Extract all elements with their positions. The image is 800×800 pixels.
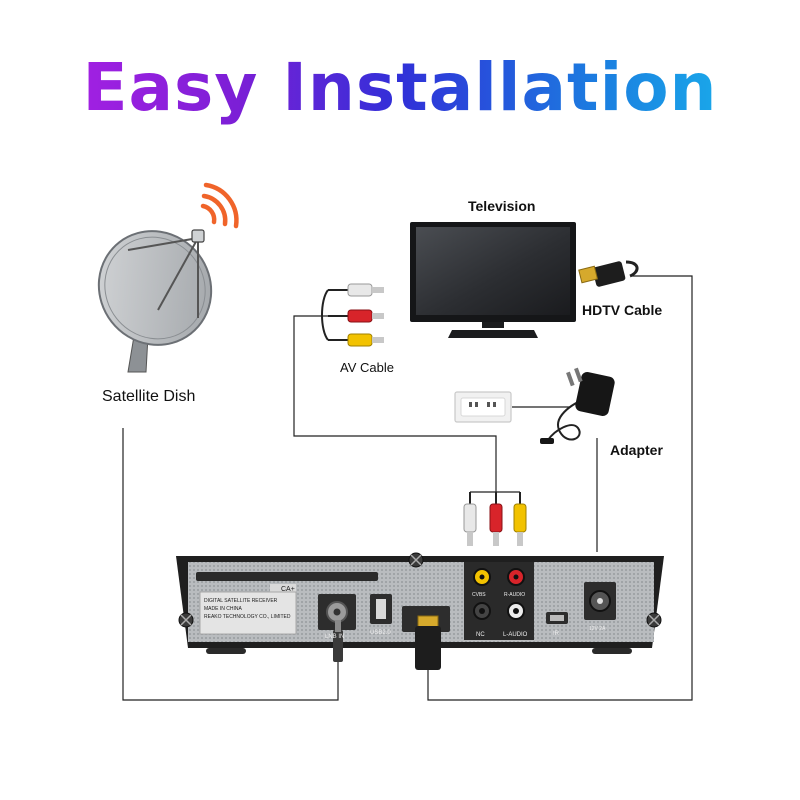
hdmi-plug-icon xyxy=(415,615,441,670)
page-title: Easy Installation xyxy=(0,48,800,128)
dish-cable xyxy=(122,428,339,701)
nc-label: NC xyxy=(476,632,485,638)
television-label: Television xyxy=(468,198,536,214)
sticker-line-2: MADE IN CHINA xyxy=(204,606,242,612)
receiver-labels: CA+ DIGITAL SATELLITE RECEIVER MADE IN C… xyxy=(204,586,606,640)
satellite-dish-icon xyxy=(97,229,213,373)
av-cable-label: AV Cable xyxy=(340,360,394,375)
usb-label: USB2.0 xyxy=(370,630,391,636)
hdmi-plug-icon xyxy=(578,260,639,287)
rca-plug-icon xyxy=(321,283,384,347)
hdtv-cable-label: HDTV Cable xyxy=(582,302,663,318)
av-cable-wire xyxy=(293,315,497,492)
sticker-line-1: DIGITAL SATELLITE RECEIVER xyxy=(204,598,278,604)
r-audio-label: R-AUDIO xyxy=(504,592,525,598)
connection-wires xyxy=(122,275,693,701)
satellite-dish-label: Satellite Dish xyxy=(102,388,196,405)
hdmi-cable xyxy=(427,275,693,701)
ir-label: IR xyxy=(553,631,560,637)
signal-waves-icon xyxy=(200,182,239,229)
cvbs-label: CVBS xyxy=(472,592,486,598)
adapter-label: Adapter xyxy=(610,442,663,458)
l-audio-label: L-AUDIO xyxy=(503,632,528,638)
power-label: 12V 2A xyxy=(589,626,606,632)
wall-outlet-icon xyxy=(454,391,512,423)
rca-plug-icon xyxy=(333,620,343,662)
card-slot-label: CA+ xyxy=(281,586,295,593)
power-adapter-icon xyxy=(540,367,615,444)
television-icon xyxy=(410,222,576,338)
rca-plug-icon xyxy=(463,492,527,546)
lnb-in-label: LNB IN xyxy=(325,634,344,640)
sticker-line-3: REAKO TECHNOLOGY CO., LIMITED xyxy=(204,614,291,620)
